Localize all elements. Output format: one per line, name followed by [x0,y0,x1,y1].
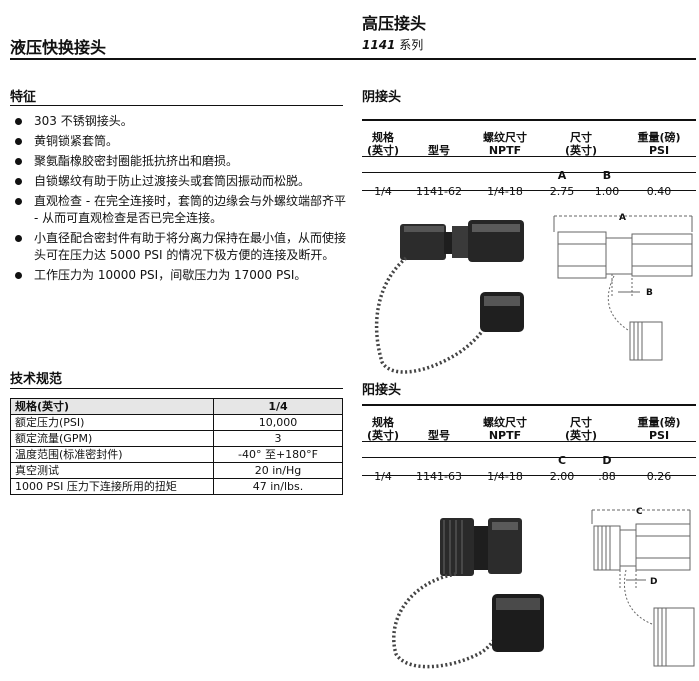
feature-item: 聚氨酯橡胶密封圈能抵抗挤出和磨损。 [14,153,354,170]
feature-item: 直观检查 - 在完全连接时，套筒的边缘会与外螺纹端部齐平 - 从而可直观检查是否… [14,193,354,227]
col-weight: 重量(磅) PSI [637,131,681,157]
spec-value: -40° 至+180°F [213,446,343,463]
male-coupling-diagram: C D [591,507,695,667]
diagram-label-b: B [646,288,653,298]
male-header-rule [362,441,696,442]
spec-label: 额定压力(PSI) [10,414,214,431]
col-size: 规格 (英寸) [366,131,400,157]
cell-dim-d: .88 [598,469,616,483]
features-rule [10,105,343,106]
male-table-bottom-rule [362,475,696,476]
cell-model: 1141-63 [416,469,462,483]
table-row: 真空测试 20 in/Hg [10,462,343,479]
dim-letter-d: D [602,453,612,467]
table-letter-row: A B [362,167,692,183]
left-title: 液压快换接头 [10,38,107,57]
feature-item: 自锁螺纹有助于防止过渡接头或套筒因振动而松脱。 [14,173,354,190]
col-weight: 重量(磅) PSI [637,416,681,442]
male-table: 规格 (英寸) 型号 螺纹尺寸 NPTF 尺寸 (英寸) 重量(磅) PSI C… [362,406,692,484]
female-table-top-rule [362,119,696,121]
col-size: 规格 (英寸) [366,416,400,442]
header-rule [10,58,696,60]
male-heading: 阳接头 [362,383,402,398]
table-header-row: 规格 (英寸) 型号 螺纹尺寸 NPTF 尺寸 (英寸) 重量(磅) PSI [362,121,692,167]
series-number: 1141 [362,38,396,52]
series-suffix: 系列 [395,38,424,52]
dim-letter-a: A [557,168,567,182]
spec-table: 规格(英寸) 1/4 额定压力(PSI) 10,000 额定流量(GPM) 3 … [10,398,343,495]
spec-label: 额定流量(GPM) [10,430,214,447]
cell-weight: 0.26 [646,469,672,483]
col-model: 型号 [428,428,450,442]
cell-size: 1/4 [374,469,392,483]
cell-weight: 0.40 [646,184,672,198]
male-coupling-photo [392,518,544,669]
table-letter-row: C D [362,452,692,468]
spec-value: 3 [213,430,343,447]
feature-item: 303 不锈钢接头。 [14,113,354,130]
right-title: 高压接头 [362,14,427,33]
specs-rule [10,388,343,389]
spec-label: 1000 PSI 压力下连接所用的扭矩 [10,478,214,495]
cell-thread: 1/4-18 [487,469,523,483]
table-row: 温度范围(标准密封件) -40° 至+180°F [10,446,343,463]
table-row: 1000 PSI 压力下连接所用的扭矩 47 in/lbs. [10,478,343,495]
female-heading: 阴接头 [362,90,402,105]
spec-value: 20 in/Hg [213,462,343,479]
col-dimension: 尺寸 (英寸) [564,416,598,442]
spec-label: 真空测试 [10,462,214,479]
male-letter-rule [362,457,696,458]
spec-label: 规格(英寸) [10,398,214,415]
diagram-label-c: C [636,507,643,517]
features-heading: 特征 [10,90,37,105]
cell-thread: 1/4-18 [487,184,523,198]
spec-value: 47 in/lbs. [213,478,343,495]
col-thread: 螺纹尺寸 NPTF [483,416,527,442]
female-table: 规格 (英寸) 型号 螺纹尺寸 NPTF 尺寸 (英寸) 重量(磅) PSI A… [362,121,692,199]
cell-dim-b: 1.00 [594,184,620,198]
feature-list: 303 不锈钢接头。 黄铜锁紧套筒。 聚氨酯橡胶密封圈能抵抗挤出和磨损。 自锁螺… [14,113,354,287]
female-table-bottom-rule [362,190,696,191]
spec-value: 10,000 [213,414,343,431]
diagram-label-d: D [650,577,657,587]
female-letter-rule [362,172,696,173]
col-thread: 螺纹尺寸 NPTF [483,131,527,157]
feature-item: 小直径配合密封件有助于将分离力保持在最小值，从而使接头可在压力达 5000 PS… [14,230,354,264]
dim-letter-b: B [602,168,612,182]
diagram-label-a: A [619,213,626,223]
female-coupling-photo [374,220,524,374]
dim-letter-c: C [557,453,567,467]
col-dimension: 尺寸 (英寸) [564,131,598,157]
feature-item: 工作压力为 10000 PSI，间歇压力为 17000 PSI。 [14,267,354,284]
cell-size: 1/4 [374,184,392,198]
cell-dim-c: 2.00 [549,469,575,483]
spec-value: 1/4 [213,398,343,415]
table-row: 1/4 1141-62 1/4-18 2.75 1.00 0.40 [362,183,692,199]
series-label: 1141 系列 [362,36,423,53]
table-row: 额定流量(GPM) 3 [10,430,343,447]
table-row: 1/4 1141-63 1/4-18 2.00 .88 0.26 [362,468,692,484]
female-coupling-diagram: A B [553,213,693,361]
table-row: 额定压力(PSI) 10,000 [10,414,343,431]
table-header-row: 规格 (英寸) 型号 螺纹尺寸 NPTF 尺寸 (英寸) 重量(磅) PSI [362,406,692,452]
spec-label: 温度范围(标准密封件) [10,446,214,463]
col-model: 型号 [428,143,450,157]
female-header-rule [362,156,696,157]
specs-heading: 技术规范 [10,372,63,387]
feature-item: 黄铜锁紧套筒。 [14,133,354,150]
male-table-top-rule [362,404,696,406]
cell-model: 1141-62 [416,184,462,198]
table-row: 规格(英寸) 1/4 [10,398,343,415]
cell-dim-a: 2.75 [549,184,575,198]
